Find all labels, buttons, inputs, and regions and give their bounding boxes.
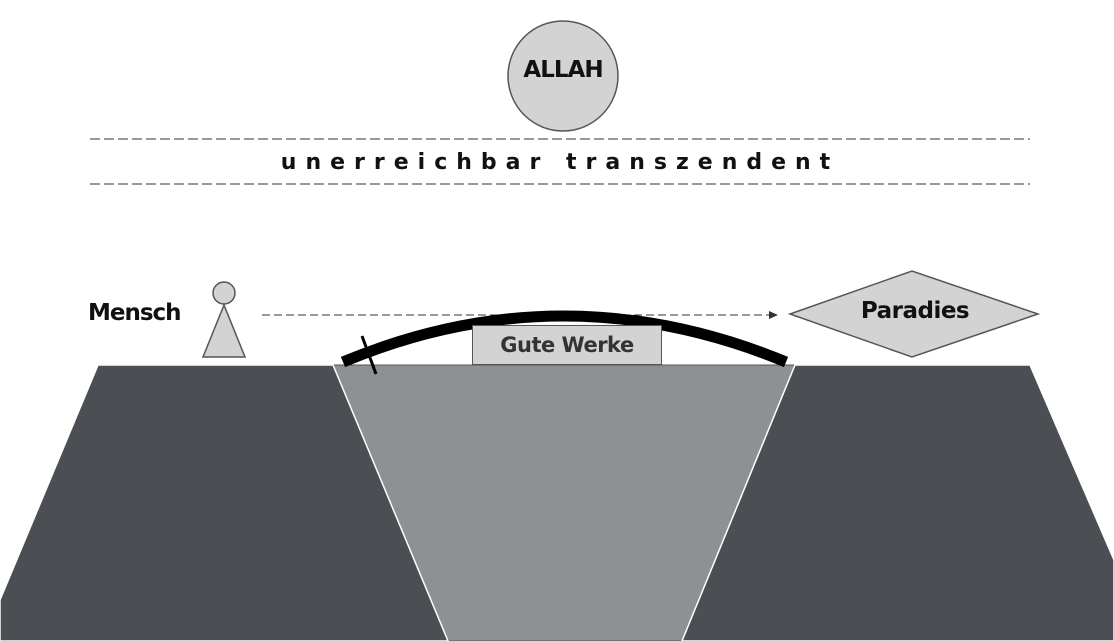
left-cliff — [0, 364, 449, 641]
bridge-arc — [340, 310, 789, 368]
transcendence-label: unerreichbar transzendent — [280, 150, 840, 175]
good-works-label: Gute Werke — [500, 333, 634, 357]
paradise-label: Paradies — [860, 298, 970, 324]
right-cliff — [681, 364, 1114, 641]
god-circle — [507, 20, 619, 132]
good-works-box: Gute Werke — [472, 325, 662, 365]
god-label: ALLAH — [523, 57, 603, 83]
human-label: Mensch — [88, 300, 182, 326]
path-arrow-head — [769, 311, 778, 319]
human-body — [201, 302, 247, 358]
human-head — [212, 281, 236, 305]
bridge-break-mark — [360, 335, 378, 375]
paradise-diamond — [787, 270, 1041, 358]
